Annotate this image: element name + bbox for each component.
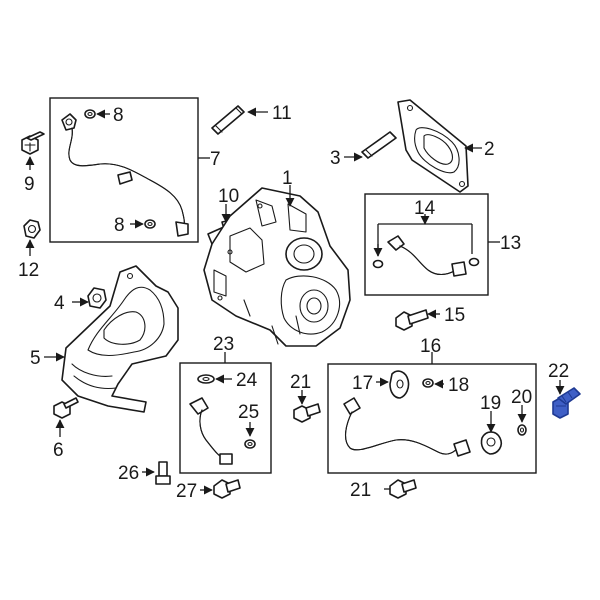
callout-8a: 8: [113, 105, 124, 126]
part-6-bolt[interactable]: [53, 397, 79, 419]
part-21a-bolt[interactable]: [293, 403, 321, 423]
part-22-bolt-highlighted[interactable]: [552, 387, 581, 419]
part-4-nut[interactable]: [87, 287, 107, 309]
callout-16: 16: [420, 336, 441, 357]
part-9-bolt[interactable]: [21, 131, 45, 155]
callout-1: 1: [282, 168, 293, 189]
part-12-nut[interactable]: [23, 219, 41, 239]
callout-21a: 21: [290, 372, 311, 393]
callout-9: 9: [24, 174, 35, 195]
callout-6: 6: [53, 440, 64, 461]
part-5-heat-shield[interactable]: [61, 265, 179, 413]
callout-21b: 21: [350, 480, 371, 501]
callout-8b: 8: [114, 215, 125, 236]
callout-27: 27: [176, 481, 197, 502]
callout-12: 12: [18, 260, 39, 281]
part-20-washer[interactable]: [517, 424, 527, 436]
callout-26: 26: [118, 463, 139, 484]
callout-labels: 1 2 3 4 5 6 7 8 8 9 10 11 12 13 14 15 16…: [18, 103, 569, 502]
part-8b-washer[interactable]: [144, 219, 156, 229]
part-19-gasket[interactable]: [480, 431, 503, 455]
part-24-washer[interactable]: [197, 374, 215, 384]
callout-10: 10: [218, 186, 239, 207]
callout-7: 7: [210, 149, 221, 170]
part-7-oil-line[interactable]: [61, 113, 189, 237]
part-21b-bolt[interactable]: [389, 479, 417, 499]
callout-24: 24: [236, 370, 258, 391]
part-3-stud[interactable]: [361, 131, 397, 159]
part-15-bolt[interactable]: [395, 309, 429, 331]
part-8a-washer[interactable]: [84, 109, 96, 119]
callout-3: 3: [330, 148, 341, 169]
callout-19: 19: [480, 393, 501, 414]
callout-22: 22: [548, 361, 569, 382]
part-11-stud[interactable]: [211, 105, 245, 135]
callout-23: 23: [213, 334, 234, 355]
callout-17: 17: [352, 373, 373, 394]
part-16-oil-return-tube[interactable]: [343, 397, 471, 457]
leader-lines: [25, 107, 565, 495]
callout-18: 18: [448, 375, 469, 396]
part-17-gasket[interactable]: [389, 370, 410, 399]
part-2-gasket[interactable]: [397, 99, 469, 193]
part-27-bolt[interactable]: [213, 479, 241, 499]
callout-4: 4: [54, 293, 65, 314]
part-14-oil-line[interactable]: [372, 235, 480, 277]
box-group-13: [364, 193, 489, 296]
part-26-stud[interactable]: [155, 461, 171, 485]
part-1-turbo-manifold[interactable]: [203, 187, 351, 347]
part-23-oil-tube[interactable]: [189, 397, 233, 465]
part-18-washer[interactable]: [422, 378, 434, 388]
callout-5: 5: [30, 348, 41, 369]
callout-25: 25: [238, 402, 259, 423]
callout-11: 11: [272, 103, 292, 124]
callout-2: 2: [484, 139, 495, 160]
callout-13: 13: [500, 233, 521, 254]
callout-14: 14: [414, 198, 436, 219]
part-25-washer[interactable]: [244, 439, 256, 449]
box-group-7: [49, 97, 199, 243]
callout-15: 15: [444, 305, 465, 326]
callout-20: 20: [511, 387, 532, 408]
